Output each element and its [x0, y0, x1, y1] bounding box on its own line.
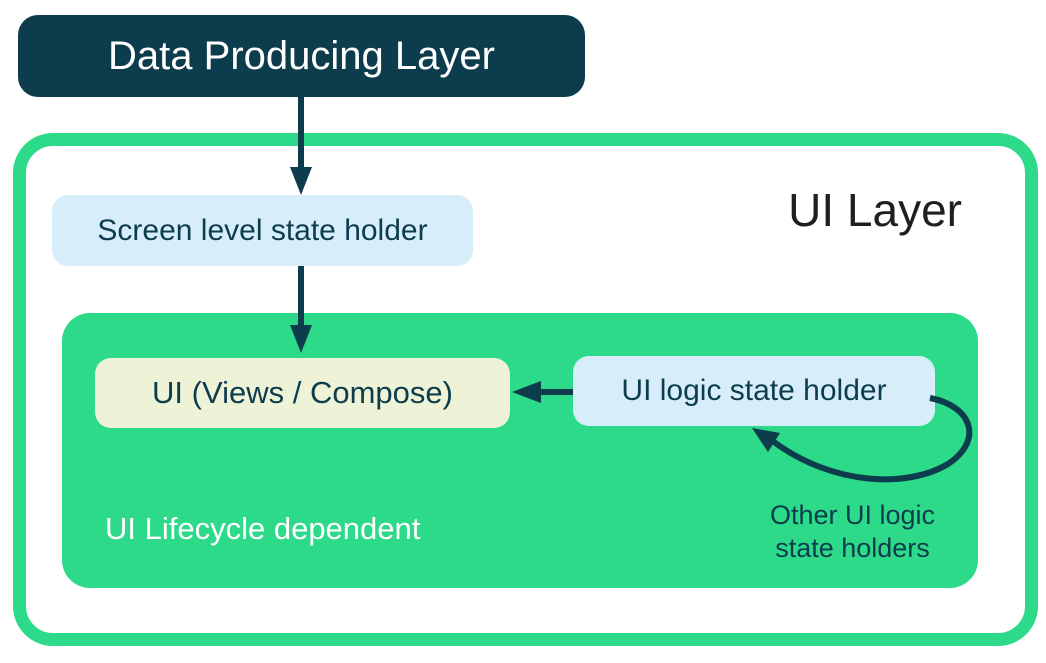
- ui-logic-state-holder-box: UI logic state holder: [573, 356, 935, 426]
- data-producing-layer-box: Data Producing Layer: [18, 15, 585, 97]
- other-ui-logic-state-holders-label: Other UI logic state holders: [730, 499, 975, 565]
- ui-views-compose-box: UI (Views / Compose): [95, 358, 510, 428]
- ui-layer-title: UI Layer: [788, 184, 962, 236]
- other-ui-logic-line2: state holders: [775, 533, 930, 563]
- ui-lifecycle-dependent-label: UI Lifecycle dependent: [105, 511, 421, 546]
- screen-level-state-holder-box: Screen level state holder: [52, 195, 473, 266]
- other-ui-logic-line1: Other UI logic: [769, 500, 936, 530]
